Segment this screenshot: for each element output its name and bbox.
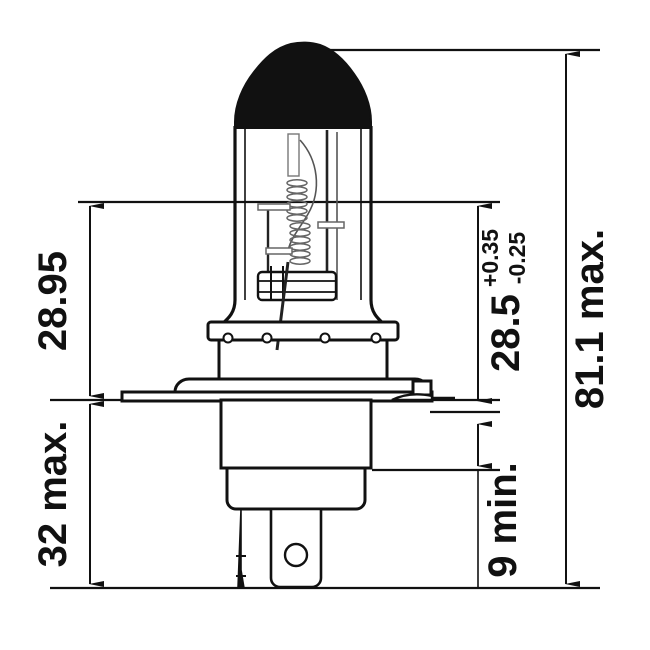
locating-lug xyxy=(411,379,433,397)
coil-turns-lower xyxy=(289,222,311,265)
shield-body xyxy=(256,270,338,302)
dimension-81-1-max: 81.1 max. xyxy=(565,51,612,587)
filament-clips xyxy=(257,203,345,255)
dimension-label-81-1-max: 81.1 max. xyxy=(568,229,612,409)
cap-lower xyxy=(225,466,367,511)
coil-turns-upper xyxy=(286,179,308,222)
contact-pin xyxy=(237,508,245,589)
clip-left xyxy=(257,203,291,211)
glass-envelope-left xyxy=(217,126,237,338)
clip-right xyxy=(317,221,345,229)
filament-assembly xyxy=(256,130,345,351)
dimension-28-5: 28.5 +0.35 -0.25 xyxy=(477,203,530,404)
metal-cap xyxy=(219,398,373,511)
dimension-label-9-min: 9 min. xyxy=(481,462,525,578)
blackened-crown xyxy=(234,41,372,129)
dimension-label-28-95: 28.95 xyxy=(31,251,75,351)
filament-shield xyxy=(256,266,338,302)
terminal-group xyxy=(236,507,323,589)
dimension-label-32-max: 32 max. xyxy=(31,421,75,568)
dimension-label-28-5: 28.5 xyxy=(484,294,528,372)
blade-hole xyxy=(283,542,309,568)
clip-lower xyxy=(265,247,293,255)
cap-upper xyxy=(219,398,373,470)
glass-envelope-right xyxy=(369,126,389,338)
dimension-32-max: 32 max. xyxy=(31,401,104,587)
seal-band xyxy=(206,320,400,342)
dimension-9-min: 9 min. xyxy=(477,421,525,588)
dimension-tolerance-lower-28-5: -0.25 xyxy=(504,232,530,285)
lug-fillet xyxy=(391,393,434,402)
dimension-tolerance-upper-28-5: +0.35 xyxy=(477,229,503,287)
bulb-body xyxy=(120,41,455,589)
pinch-seal xyxy=(206,320,400,380)
seal-bumps xyxy=(222,332,382,344)
low-beam-filament xyxy=(289,222,311,265)
dimension-28-95: 28.95 xyxy=(31,203,104,399)
coil-holder-upper xyxy=(287,133,300,177)
p43t-flange xyxy=(120,377,455,403)
